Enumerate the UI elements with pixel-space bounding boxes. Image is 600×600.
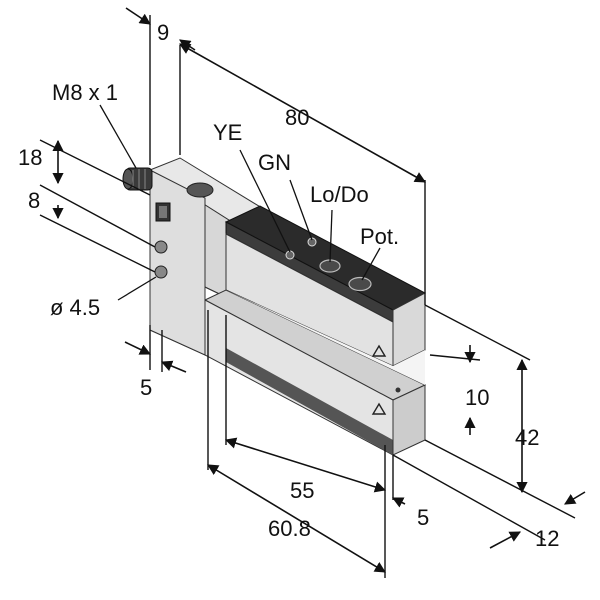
dim-10-label: 10: [465, 385, 489, 410]
dim-60-8-label: 60.8: [268, 516, 311, 541]
connector-thread-label: M8 x 1: [52, 80, 118, 105]
led-green-label: GN: [258, 150, 291, 175]
dim-12-label: 12: [535, 526, 559, 551]
dim-18-label: 18: [18, 145, 42, 170]
dim-80-label: 80: [285, 105, 309, 130]
dimension-lines: [39, 7, 586, 578]
top-hole: [186, 182, 214, 198]
receiver-dot: [395, 387, 401, 393]
m8-connector: [122, 167, 153, 191]
dim-5-right-label: 5: [417, 505, 429, 530]
lo-do-label: Lo/Do: [310, 182, 369, 207]
dim-42-label: 42: [515, 425, 539, 450]
dim-5-left-label: 5: [140, 375, 152, 400]
mounting-hole-upper: [154, 240, 168, 254]
sensor-housing: [122, 157, 427, 456]
dimension-labels: M8 x 1 9 80 YE GN Lo/Do Pot. 18 8 ø 4.5 …: [18, 20, 559, 551]
green-led: [307, 237, 317, 247]
mounting-hole-lower: [154, 265, 168, 279]
potentiometer-label: Pot.: [360, 224, 399, 249]
dim-9-label: 9: [157, 20, 169, 45]
dim-8-label: 8: [28, 188, 40, 213]
potentiometer-knob: [348, 276, 372, 292]
receiver-arrow-icon: [371, 402, 387, 415]
lower-arm-stripe: [226, 348, 393, 455]
housing-column-face: [149, 169, 206, 356]
fork-gap: [226, 290, 425, 385]
dim-55-label: 55: [290, 478, 314, 503]
hole-diameter-label: ø 4.5: [50, 295, 100, 320]
emitter-arrow-icon: [371, 344, 387, 357]
yellow-led: [285, 250, 295, 260]
led-yellow-label: YE: [213, 120, 242, 145]
